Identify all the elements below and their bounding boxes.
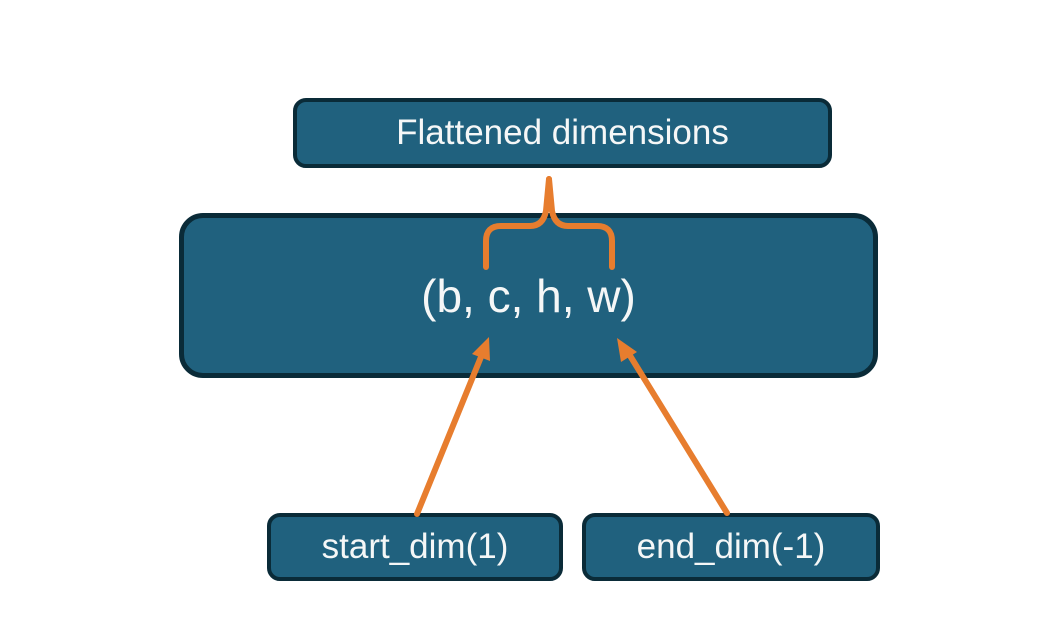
tensor-shape-label: (b, c, h, w) [421, 269, 636, 322]
flattened-dimensions-box: Flattened dimensions [293, 98, 832, 168]
tensor-shape-box: (b, c, h, w) [179, 213, 878, 378]
start-dim-label: start_dim(1) [321, 527, 509, 566]
end-dim-box: end_dim(-1) [582, 513, 880, 581]
end-dim-label: end_dim(-1) [636, 527, 826, 566]
flattened-dimensions-label: Flattened dimensions [396, 113, 729, 152]
start-dim-box: start_dim(1) [267, 513, 563, 581]
